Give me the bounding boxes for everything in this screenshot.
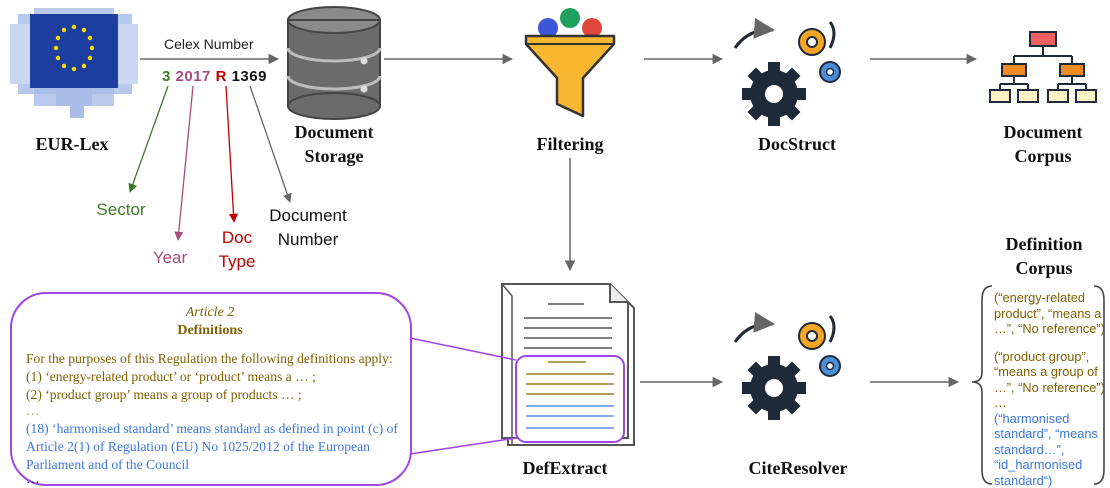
node-docstruct: DocStruct	[758, 134, 836, 154]
arrow-doctype	[225, 85, 239, 223]
corpus-entry: …	[994, 395, 1102, 411]
label-line: Type	[218, 252, 256, 271]
label-sector: Sector	[96, 200, 146, 219]
node-defextract: DefExtract	[522, 458, 608, 478]
corpus-entry-line: standard…”,	[994, 441, 1065, 457]
label-document-number: Document Number	[262, 204, 354, 252]
gears-icon-docstruct	[733, 17, 841, 126]
definition-highlight-line: (18) ‘harmonised standard’ means standar…	[26, 421, 398, 436]
corpus-entry-line: …	[994, 395, 1007, 410]
node-citeresolver: CiteResolver	[748, 458, 848, 478]
arrow-sector	[128, 85, 169, 193]
corpus-entry: (“product group”, “means a group of …”, …	[994, 348, 1105, 396]
corpus-left-brace	[971, 285, 993, 485]
corpus-entry-line: (“product group”,	[994, 348, 1090, 364]
node-label-line: Definition	[1005, 234, 1083, 254]
celex-number-title: Celex Number	[164, 36, 254, 52]
article-ellipsis: …	[26, 471, 40, 486]
node-definition-corpus: Definition Corpus	[984, 232, 1104, 280]
node-label-line: Corpus	[1014, 146, 1072, 166]
funnel-icon	[524, 8, 616, 118]
node-label-line: Corpus	[1015, 258, 1073, 278]
label-year: Year	[152, 248, 188, 267]
node-filtering: Filtering	[536, 134, 604, 154]
corpus-entry-line: …”, “No reference”)	[994, 379, 1105, 395]
eurlex-logo-icon	[10, 8, 138, 118]
connector-top	[409, 337, 517, 361]
definition-corpus-list: (“energy-related product”, “means a …”, …	[994, 290, 1105, 488]
label-line: Doc	[221, 228, 253, 247]
label-doc-type: Doc Type	[212, 226, 262, 274]
node-label-line: Storage	[304, 146, 364, 166]
corpus-entry-line: product”, “means a	[994, 305, 1102, 321]
corpus-entry: (“harmonised standard”, “means standard……	[994, 411, 1102, 488]
arrow-year	[174, 85, 194, 241]
node-label-line: Document	[294, 122, 374, 142]
document-icon	[501, 283, 635, 446]
database-icon	[286, 6, 382, 120]
arrow-docnumber	[249, 85, 292, 203]
corpus-entry-line: (“harmonised	[994, 410, 1070, 426]
node-eurlex: EUR-Lex	[35, 134, 109, 154]
corpus-entry-line: standard“)	[994, 472, 1053, 488]
hierarchy-icon	[989, 31, 1097, 103]
definition-item: (1) ‘energy-related product’ or ‘product…	[26, 369, 316, 384]
corpus-entry-line: standard”, “means	[994, 426, 1098, 441]
definition-item: …	[26, 403, 40, 418]
celex-year-code: 2017	[175, 68, 211, 85]
article-excerpt-box	[10, 292, 412, 486]
corpus-entry-line: (“energy-related	[994, 290, 1086, 305]
celex-doctype-code: R	[215, 68, 227, 85]
celex-docnumber-code: 1369	[231, 68, 267, 85]
node-document-corpus: Document Corpus	[990, 120, 1096, 168]
gears-icon-citeresolver	[733, 311, 841, 420]
connector-bottom	[409, 437, 517, 455]
celex-sector-code: 3	[162, 68, 171, 85]
article-heading: Article 2	[185, 305, 235, 320]
article-intro: For the purposes of this Regulation the …	[26, 351, 393, 366]
corpus-entry-line: “means a group of	[994, 364, 1098, 379]
celex-number: 3 2017 R 1369	[162, 68, 267, 85]
definition-highlight-line: Parliament and of the Council	[26, 457, 190, 472]
corpus-entry-line: …”, “No reference”)	[994, 321, 1105, 336]
article-subheading: Definitions	[177, 323, 243, 338]
node-document-storage: Document Storage	[284, 120, 384, 168]
corpus-entry: (“energy-related product”, “means a …”, …	[994, 290, 1105, 337]
corpus-entry-line: “id_harmonised	[994, 457, 1083, 472]
node-label-line: Document	[1003, 122, 1083, 142]
definition-item: (2) ‘product group’ means a group of pro…	[26, 387, 302, 402]
label-line: Document	[269, 206, 347, 225]
corpus-right-brace	[1093, 285, 1105, 485]
label-line: Number	[277, 230, 339, 249]
definition-highlight-line: Article 2(1) of Regulation (EU) No 1025/…	[26, 439, 370, 454]
